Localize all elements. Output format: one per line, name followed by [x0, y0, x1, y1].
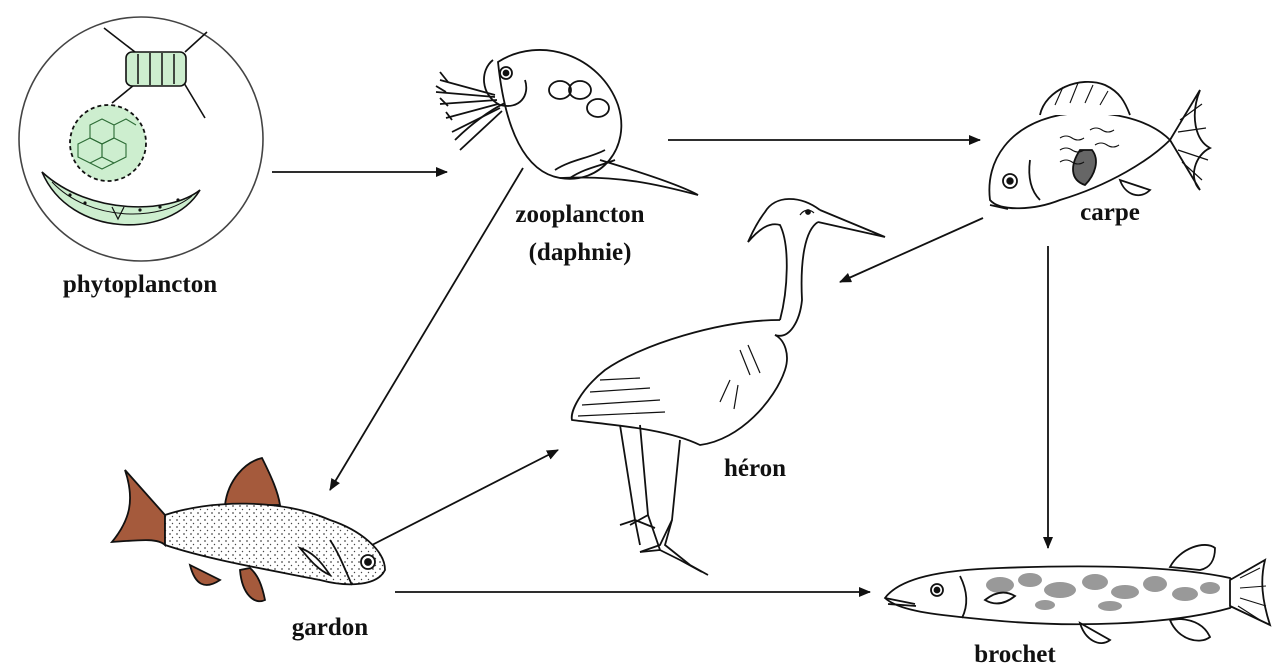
daphnia-illustration — [436, 50, 698, 195]
label-heron: héron — [700, 454, 810, 484]
label-zooplancton-daphnie: (daphnie) — [485, 238, 675, 268]
label-phytoplancton: phytoplancton — [40, 270, 240, 300]
pike-fish-illustration — [885, 545, 1270, 643]
label-gardon: gardon — [270, 613, 390, 643]
label-brochet: brochet — [950, 640, 1080, 670]
carp-fish-illustration — [989, 82, 1210, 209]
label-carpe: carpe — [1060, 198, 1160, 228]
label-zooplancton: zooplancton — [485, 200, 675, 230]
arrow-gardon-heron — [372, 450, 558, 545]
phytoplankton-illustration — [19, 17, 263, 261]
roach-fish-illustration — [112, 458, 385, 601]
